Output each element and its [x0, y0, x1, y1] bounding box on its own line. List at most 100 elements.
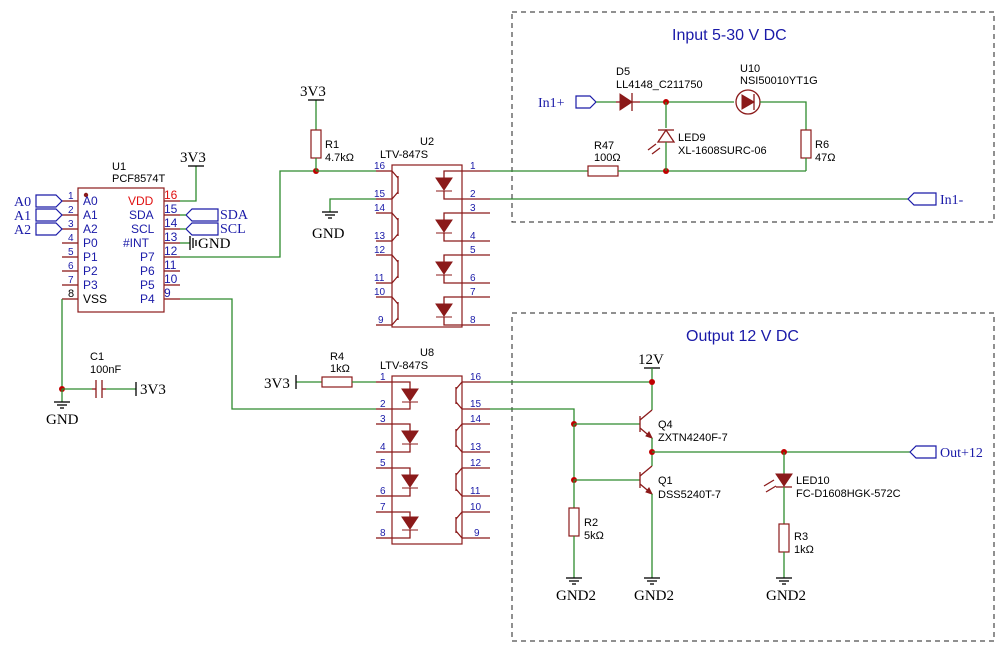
- port-sda[interactable]: SDA: [185, 208, 249, 223]
- svg-text:3V3: 3V3: [264, 376, 290, 392]
- svg-text:P2: P2: [83, 264, 98, 278]
- gnd2-r2: GND2: [556, 577, 596, 604]
- svg-text:12: 12: [164, 244, 178, 258]
- c1-3v3-net: 3V3: [135, 382, 166, 398]
- q4-transistor[interactable]: Q4 ZXTN4240F-7: [639, 409, 728, 444]
- svg-text:11: 11: [164, 258, 177, 272]
- svg-text:In1-: In1-: [940, 193, 964, 208]
- svg-text:12V: 12V: [638, 352, 664, 368]
- port-scl[interactable]: SCL: [185, 222, 246, 237]
- u2-value: LTV-847S: [380, 149, 428, 161]
- svg-text:100Ω: 100Ω: [594, 152, 621, 164]
- net-12v: 12V: [638, 352, 664, 410]
- svg-text:SDA: SDA: [220, 208, 249, 223]
- svg-text:10: 10: [374, 287, 386, 298]
- svg-text:GND2: GND2: [556, 588, 596, 604]
- r2-resistor[interactable]: R2 5kΩ: [568, 507, 604, 542]
- svg-text:Q1: Q1: [658, 475, 673, 487]
- svg-text:9: 9: [378, 315, 384, 326]
- led10[interactable]: LED10 FC-D1608HGK-572C: [763, 452, 901, 500]
- svg-text:6: 6: [68, 261, 74, 272]
- svg-text:13: 13: [374, 231, 386, 242]
- u1-pcf8574t[interactable]: U1 PCF8574T 1 2 3 4 5 6 7 8 A0 A1 A2 P0 …: [62, 161, 180, 313]
- svg-text:XL-1608SURC-06: XL-1608SURC-06: [678, 145, 767, 157]
- svg-text:7: 7: [470, 287, 476, 298]
- r1-resistor[interactable]: R1 4.7kΩ: [310, 100, 354, 171]
- svg-text:3V3: 3V3: [300, 84, 326, 100]
- u8-value: LTV-847S: [380, 360, 428, 372]
- svg-text:15: 15: [374, 189, 386, 200]
- svg-text:13: 13: [164, 230, 178, 244]
- svg-text:R2: R2: [584, 517, 598, 529]
- svg-text:A0: A0: [83, 194, 98, 208]
- u2-ref: U2: [420, 136, 434, 148]
- svg-text:In1+: In1+: [538, 96, 565, 111]
- svg-text:14: 14: [470, 414, 482, 425]
- svg-text:1: 1: [380, 372, 386, 383]
- svg-text:C1: C1: [90, 351, 104, 363]
- input-region-title: Input 5-30 V DC: [672, 27, 787, 44]
- svg-text:5: 5: [380, 458, 386, 469]
- svg-text:LED9: LED9: [678, 132, 706, 144]
- svg-text:9: 9: [474, 528, 480, 539]
- svg-text:U10: U10: [740, 63, 760, 75]
- svg-text:2: 2: [470, 189, 476, 200]
- q1-transistor[interactable]: Q1 DSS5240T-7: [639, 465, 721, 501]
- svg-text:Out+12: Out+12: [940, 446, 983, 461]
- u1-value: PCF8574T: [112, 173, 165, 185]
- c1-capacitor[interactable]: C1 100nF: [90, 351, 121, 398]
- svg-text:D5: D5: [616, 66, 630, 78]
- svg-text:SDA: SDA: [129, 208, 154, 222]
- input-region: [511, 11, 995, 223]
- svg-text:15: 15: [164, 202, 178, 216]
- gnd2-r3: GND2: [766, 577, 806, 604]
- svg-text:NSI50010YT1G: NSI50010YT1G: [740, 75, 818, 87]
- svg-text:15: 15: [470, 399, 482, 410]
- svg-text:R3: R3: [794, 531, 808, 543]
- u2-optocoupler[interactable]: U2 LTV-847S 16 15 14 13 12 11 10 9 1 2 3…: [374, 136, 490, 328]
- svg-text:47Ω: 47Ω: [815, 152, 835, 164]
- svg-text:11: 11: [470, 486, 481, 497]
- svg-text:VSS: VSS: [83, 292, 107, 306]
- port-in1-minus[interactable]: In1-: [907, 192, 964, 208]
- c1-gnd-net: GND: [46, 389, 79, 428]
- svg-text:P6: P6: [140, 264, 155, 278]
- d5-diode[interactable]: D5 LL4148_C211750: [616, 66, 703, 111]
- svg-text:1: 1: [470, 161, 476, 172]
- u8-optocoupler[interactable]: U8 LTV-847S 1 2 3 4 5 6 7 8 16 15 14 13 …: [376, 347, 490, 545]
- r6-resistor[interactable]: R6 47Ω: [800, 129, 835, 164]
- svg-text:3V3: 3V3: [180, 150, 206, 166]
- svg-text:1: 1: [68, 191, 74, 202]
- svg-text:GND: GND: [312, 226, 345, 242]
- svg-text:8: 8: [470, 315, 476, 326]
- port-a0[interactable]: A0: [14, 194, 63, 210]
- svg-text:14: 14: [164, 216, 178, 230]
- svg-text:4: 4: [380, 442, 386, 453]
- svg-text:16: 16: [470, 372, 482, 383]
- r47-resistor[interactable]: R47 100Ω: [587, 140, 621, 177]
- svg-text:6: 6: [470, 273, 476, 284]
- svg-text:A0: A0: [14, 195, 31, 210]
- port-a2[interactable]: A2: [14, 222, 63, 238]
- r4-resistor[interactable]: R4 1kΩ: [321, 351, 353, 388]
- svg-text:GND2: GND2: [766, 588, 806, 604]
- svg-text:1kΩ: 1kΩ: [794, 544, 814, 556]
- led9[interactable]: LED9 XL-1608SURC-06: [647, 102, 767, 171]
- port-out-plus-12[interactable]: Out+12: [909, 445, 983, 461]
- u1-gnd-net: GND: [180, 236, 231, 252]
- r3-resistor[interactable]: R3 1kΩ: [778, 523, 814, 556]
- svg-text:5: 5: [68, 247, 74, 258]
- u10-current-regulator[interactable]: U10 NSI50010YT1G: [735, 63, 818, 115]
- svg-text:8: 8: [68, 288, 74, 300]
- port-a1[interactable]: A1: [14, 208, 63, 224]
- svg-text:P1: P1: [83, 250, 98, 264]
- svg-text:13: 13: [470, 442, 482, 453]
- svg-text:3: 3: [68, 219, 74, 230]
- port-in1-plus[interactable]: In1+: [538, 95, 597, 111]
- svg-text:12: 12: [374, 245, 386, 256]
- svg-text:5kΩ: 5kΩ: [584, 530, 604, 542]
- u1-ref: U1: [112, 161, 126, 173]
- svg-text:SCL: SCL: [131, 222, 155, 236]
- svg-text:DSS5240T-7: DSS5240T-7: [658, 489, 721, 501]
- svg-text:9: 9: [164, 286, 171, 300]
